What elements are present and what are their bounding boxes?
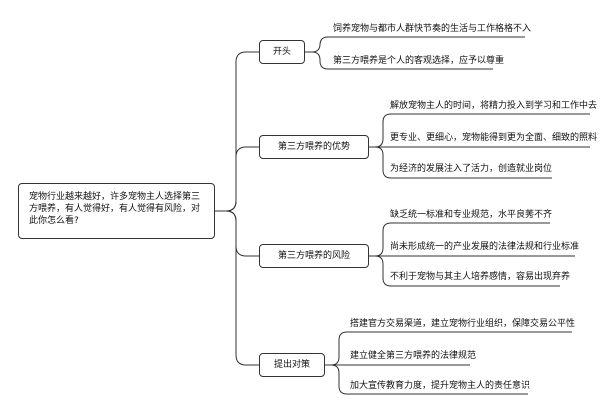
branch-countermeasures: 提出对策	[259, 353, 325, 377]
connector-root-to-b1	[225, 146, 259, 212]
connector-root-to-b0	[215, 51, 259, 212]
leaf-countermeasure-1: 搭建官方交易渠道，建立宠物行业组织，保障交易公平性	[350, 319, 576, 329]
leaf-countermeasure-2: 建立健全第三方喂养的法律规范	[350, 351, 477, 361]
branch-risks: 第三方喂养的风险	[259, 244, 369, 268]
branch-opening: 开头	[259, 40, 305, 64]
connector-root-to-b2	[225, 210, 259, 257]
leaf-advantage-3: 为经济的发展注入了活力，创造就业岗位	[390, 164, 553, 174]
connector-b3-leaf2	[330, 364, 528, 395]
leaf-risk-1: 缺乏统一标准和专业规范，水平良莠不齐	[390, 210, 553, 220]
root-topic: 宠物行业越来越好，许多宠物主人选择第三方喂养，有人觉得好，有人觉得有风险，对此你…	[18, 183, 215, 239]
leaf-countermeasure-3: 加大宣传教育力度，提升宠物主人的责任意识	[350, 381, 531, 391]
root-topic-text: 宠物行业越来越好，许多宠物主人选择第三方喂养，有人觉得好，有人觉得有风险，对此你…	[29, 192, 201, 226]
branch-label: 提出对策	[273, 360, 310, 370]
branch-label: 开头	[272, 47, 291, 57]
leaf-advantage-2: 更专业、更细心，宠物能得到更为全面、细致的照料	[390, 133, 598, 143]
connector-b0-leaf0	[305, 36, 525, 53]
leaf-opening-1: 饲养宠物与都市人群快节奏的生活与工作格格不入	[333, 24, 532, 34]
leaf-risk-2: 尚未形成统一的产业发展的法律法规和行业标准	[390, 242, 580, 252]
leaf-opening-2: 第三方喂养是个人的客观选择，应予以尊重	[333, 56, 505, 66]
branch-label: 第三方喂养的风险	[277, 251, 350, 261]
connector-b1-leaf2	[374, 146, 552, 179]
leaf-advantage-1: 解放宠物主人的时间，将精力投入到学习和工作中去	[390, 101, 598, 111]
branch-label: 第三方喂养的优势	[277, 142, 350, 152]
branch-advantages: 第三方喂养的优势	[259, 135, 369, 159]
connector-b2-leaf2	[374, 255, 560, 287]
connector-root-to-b3	[225, 210, 259, 366]
leaf-risk-3: 不利于宠物与其主人培养感情，容易出现弃养	[390, 272, 571, 282]
connector-b0-leaf1	[311, 51, 493, 70]
